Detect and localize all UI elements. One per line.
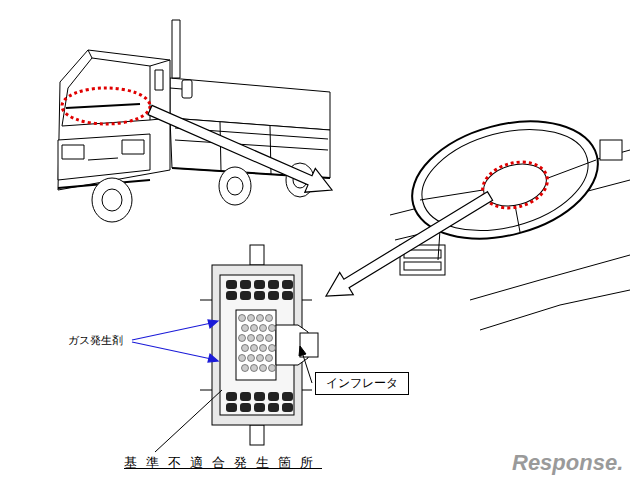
pointer-arrow (148, 105, 493, 296)
generant-pellet (254, 403, 265, 412)
generant-pellet (240, 392, 251, 401)
label-box: インフレータ (315, 372, 409, 395)
leader-lines (155, 346, 312, 452)
generant-pellet (282, 291, 293, 300)
generant-granule (269, 345, 276, 352)
generant-pellet (226, 392, 237, 401)
pointer-arrow (148, 105, 332, 192)
generant-pellet (226, 280, 237, 289)
generant-pellet (268, 403, 279, 412)
generant-granule (242, 365, 249, 372)
generant-granule (269, 365, 276, 372)
generant-granule (248, 315, 255, 322)
generant-granule (260, 325, 267, 332)
generant-pellet (240, 280, 251, 289)
highlight-ellipse (477, 155, 552, 215)
generant-granule (242, 345, 249, 352)
dashboard-drawing (390, 102, 630, 330)
generant-pellet (254, 392, 265, 401)
generant-pellet (254, 291, 265, 300)
highlight-ellipse (62, 88, 150, 124)
truck-drawing (58, 20, 330, 222)
generant-granule (266, 335, 273, 342)
generant-granule (251, 365, 258, 372)
generant-granule (257, 315, 264, 322)
generant-granule (248, 335, 255, 342)
generant-granule (257, 355, 264, 362)
generant-pellet (282, 392, 293, 401)
generant-granule (266, 355, 273, 362)
generant-granule (269, 325, 276, 332)
generant-granule (239, 355, 246, 362)
generant-granule (260, 345, 267, 352)
generant-pellet (254, 280, 265, 289)
generant-granule (248, 355, 255, 362)
generant-granule (251, 345, 258, 352)
generant-granule (257, 335, 264, 342)
generant-pellet (282, 280, 293, 289)
generant-granule (251, 325, 258, 332)
watermark: Response. (512, 450, 623, 476)
generant-granule (239, 315, 246, 322)
caption-label: 基準不適合発生箇所 (124, 454, 322, 472)
pointer-arrows (132, 320, 218, 362)
generant-granule (242, 325, 249, 332)
generant-granule (239, 335, 246, 342)
generant-pellet (282, 403, 293, 412)
gas-generant (226, 280, 293, 412)
generant-pellet (240, 403, 251, 412)
generant-pellet (226, 291, 237, 300)
generant-pellet (268, 392, 279, 401)
generant-pellet (268, 291, 279, 300)
generant-pellet (240, 291, 251, 300)
generant-granule (260, 365, 267, 372)
pointer-arrow (326, 192, 493, 296)
inflator-section (200, 245, 318, 445)
generant-pellet (268, 280, 279, 289)
generant-granule (266, 315, 273, 322)
generant-pellet (226, 403, 237, 412)
part-name: インフレータ (326, 375, 398, 392)
part-label: ガス発生剤 (68, 333, 123, 348)
